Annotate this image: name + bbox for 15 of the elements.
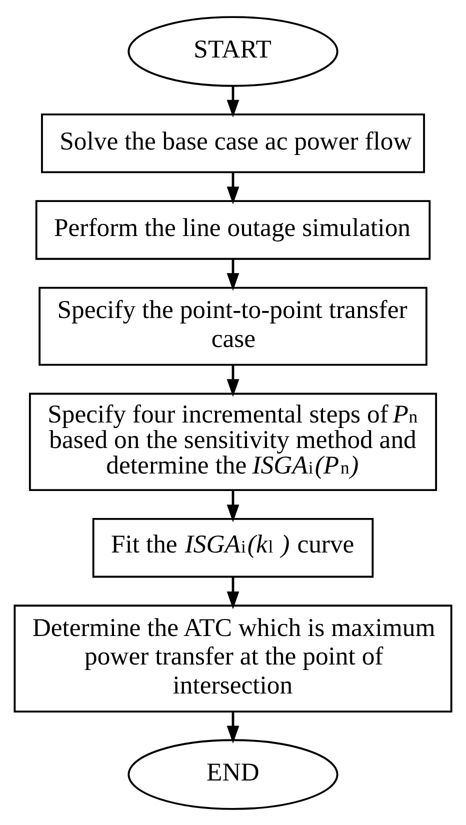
node-box: Specify the point-to-point transfer case [38, 286, 428, 366]
node-ellipse: START [128, 16, 338, 86]
node-box: Fit the ISGAi(kl ) curve [92, 517, 374, 578]
node-box: Solve the base case ac power flow [41, 112, 425, 173]
arrow [226, 258, 240, 290]
arrow [226, 576, 240, 609]
arrow [226, 711, 240, 743]
arrow [226, 490, 240, 522]
arrow [226, 85, 240, 118]
node-box: Specify four incremental steps of Pn based on the sensitivity method and determine the ISGAi(Pn) [28, 392, 438, 490]
arrow [226, 172, 240, 204]
node-box: Determine the ATC which is maximum power transfer at the point of intersection [14, 604, 452, 712]
node-box: Perform the line outage simulation [35, 200, 431, 260]
arrow [226, 364, 240, 396]
node-ellipse: END [128, 738, 338, 810]
